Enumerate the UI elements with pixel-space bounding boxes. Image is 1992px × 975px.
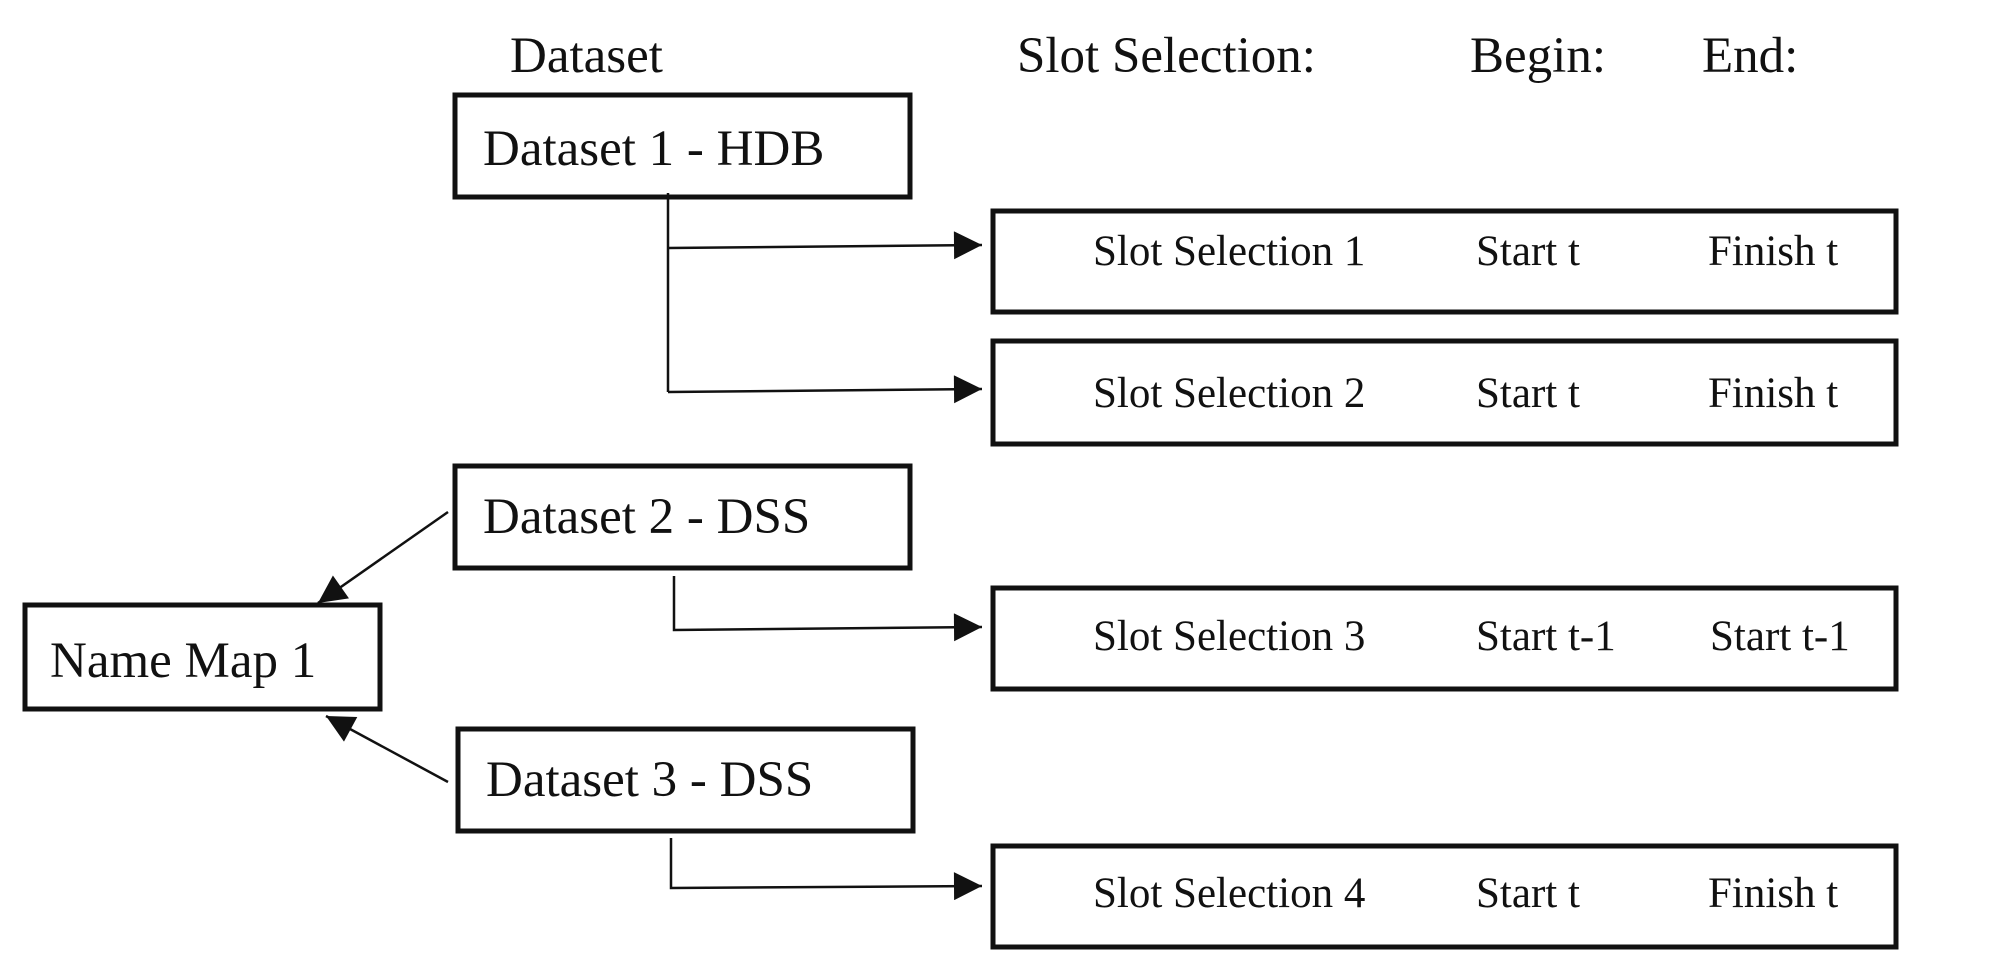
slot-box-3: Slot Selection 3 Start t-1 Start t-1 [990,585,1899,692]
slot-frame-3 [990,585,1899,692]
slot-begin-4: Start t [1476,870,1580,917]
arrow-dataset2-to-name-map [317,510,449,605]
slot-box-4: Slot Selection 4 Start t Finish t [990,843,1899,950]
dataset-box-1: Dataset 1 - HDB [452,92,913,200]
slot-end-3: Start t-1 [1710,613,1850,660]
dataset-frame-2 [452,463,913,571]
slot-label-3: Slot Selection 3 [1093,613,1365,660]
slot-box-1: Slot Selection 1 Start t Finish t [990,208,1899,315]
slot-frame-4 [990,843,1899,950]
slot-label-4: Slot Selection 4 [1093,870,1365,917]
header-dataset: Dataset [510,28,663,84]
slot-box-2: Slot Selection 2 Start t Finish t [990,338,1899,447]
dataset-frame-3 [455,726,916,834]
slot-label-2: Slot Selection 2 [1093,370,1365,417]
dataset-frame-1 [452,92,913,200]
slot-begin-2: Start t [1476,370,1580,417]
slot-frame-1 [990,208,1899,315]
slot-end-2: Finish t [1708,370,1838,417]
name-map-box: Name Map 1 [22,602,383,712]
arrow-dataset2-to-slot3 [672,576,983,642]
arrow-dataset3-to-slot4 [669,838,983,901]
arrow-dataset1-to-slot2 [667,375,983,404]
arrow-dataset3-to-name-map [325,714,449,784]
dataset-box-2: Dataset 2 - DSS [452,463,913,571]
arrow-dataset1-to-slot1 [667,231,983,260]
header-begin: Begin: [1470,28,1606,84]
slot-end-1: Finish t [1708,228,1838,275]
slot-begin-3: Start t-1 [1476,613,1616,660]
dataset-label-2: Dataset 2 - DSS [483,489,810,545]
dataset-label-3: Dataset 3 - DSS [486,752,813,808]
header-slot-selection: Slot Selection: [1017,28,1316,84]
dataset-label-1: Dataset 1 - HDB [483,121,824,177]
name-map-frame [22,602,383,712]
slot-frame-2 [990,338,1899,447]
slot-label-1: Slot Selection 1 [1093,228,1365,275]
slot-end-4: Finish t [1708,870,1838,917]
header-end: End: [1702,28,1798,84]
slot-begin-1: Start t [1476,228,1580,275]
dataset-box-3: Dataset 3 - DSS [455,726,916,834]
name-map-label: Name Map 1 [50,633,316,689]
